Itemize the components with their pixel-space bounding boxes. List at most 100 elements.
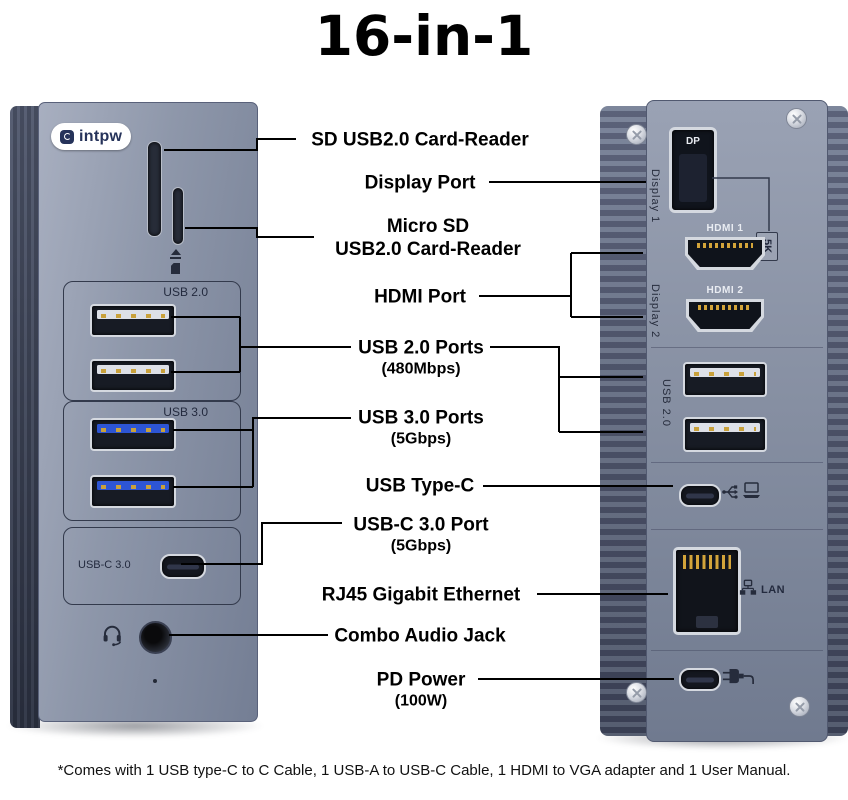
usb-c-3-port — [160, 554, 206, 579]
callout-subtext: (5Gbps) — [390, 537, 452, 555]
callout-subtext: (5Gbps) — [390, 430, 452, 448]
panel-divider — [651, 650, 823, 651]
footnote: *Comes with 1 USB type-C to C Cable, 1 U… — [57, 762, 791, 779]
hdmi1-label: HDMI 1 — [706, 223, 744, 234]
dock-back-view: DP Display 1 5K HDMI 1 HDMI 2 Display 2 … — [600, 100, 848, 745]
usb-pins — [101, 485, 165, 489]
callout-text: USB-C 3.0 Port — [353, 514, 489, 536]
usb2-section-box: USB 2.0 — [63, 281, 241, 401]
callout-subtext: (100W) — [394, 692, 448, 710]
usb-pins — [101, 369, 165, 373]
hdmi1-port — [685, 237, 765, 270]
callout-text: USB Type-C — [365, 475, 475, 497]
usb-pins — [101, 314, 165, 318]
usb-tongue — [97, 481, 169, 490]
callout-text: USB 2.0 Ports — [358, 337, 484, 359]
callout-display-port: Display Port — [365, 172, 476, 195]
callout-hdmi: HDMI Port — [374, 286, 466, 309]
lan-indicator: LAN — [739, 579, 785, 601]
display2-label: Display 2 — [649, 284, 661, 339]
callout-text: SD USB2.0 Card-Reader — [311, 129, 529, 151]
callout-text: Combo Audio Jack — [334, 625, 506, 647]
rj45-ethernet-port — [673, 547, 741, 635]
lan-icon — [739, 579, 757, 601]
screw-icon — [626, 682, 647, 703]
usb-tongue — [97, 424, 169, 433]
rj45-notch — [696, 616, 718, 628]
sd-card-icon — [171, 263, 180, 274]
page-title: 16-in-1 — [314, 4, 534, 68]
screw-icon — [626, 124, 647, 145]
power-plug-icon — [721, 663, 755, 695]
callout-text: USB2.0 Card-Reader — [335, 239, 521, 260]
brand-logo-icon — [60, 129, 74, 144]
callout-micro-sd: Micro SD USB2.0 Card-Reader — [335, 215, 521, 261]
usb-tongue — [690, 368, 760, 377]
led-dot — [153, 679, 157, 683]
callout-subtext: (480Mbps) — [381, 360, 461, 378]
usb-pins — [694, 427, 756, 431]
callout-audio: Combo Audio Jack — [334, 625, 505, 648]
front-device-face: intpw USB 2.0 USB 3.0 USB-C 3.0 — [38, 102, 258, 722]
usb-tongue — [97, 365, 169, 374]
callout-type-c: USB Type-C — [366, 475, 474, 498]
usb2-port-1 — [90, 304, 176, 337]
callout-text: RJ45 Gigabit Ethernet — [321, 584, 521, 606]
callout-rj45: RJ45 Gigabit Ethernet — [322, 584, 521, 607]
dp-label: DP — [686, 136, 700, 147]
callout-text: Display Port — [364, 172, 476, 194]
brand-logo-text: intpw — [79, 127, 123, 145]
usb3-section-box: USB 3.0 — [63, 401, 241, 521]
screw-icon — [789, 696, 810, 717]
lan-label: LAN — [761, 584, 786, 596]
micro-sd-card-slot — [172, 187, 184, 245]
rj45-pins — [683, 555, 731, 569]
callout-usb2: USB 2.0 Ports (480Mbps) — [358, 337, 484, 380]
callout-usb3: USB 3.0 Ports (5Gbps) — [358, 407, 484, 450]
usb-pins — [694, 372, 756, 376]
front-device-side-edge — [10, 106, 40, 728]
back-usb2-port-1 — [683, 362, 767, 397]
callout-text: PD Power — [376, 669, 466, 691]
usb-tongue — [690, 423, 760, 432]
sd-card-slot — [147, 141, 162, 237]
callout-text: USB 3.0 Ports — [358, 407, 484, 429]
usb-tongue — [97, 310, 169, 319]
hdmi2-port — [686, 299, 764, 332]
heatsink-fins-left — [600, 106, 648, 736]
panel-divider — [651, 529, 823, 530]
screw-icon — [786, 108, 807, 129]
callout-usbc3: USB-C 3.0 Port (5Gbps) — [353, 514, 488, 557]
callout-sd-reader: SD USB2.0 Card-Reader — [311, 129, 529, 152]
back-device-panel: DP Display 1 5K HDMI 1 HDMI 2 Display 2 … — [646, 100, 828, 742]
panel-divider — [651, 347, 823, 348]
dock-front-view: intpw USB 2.0 USB 3.0 USB-C 3.0 — [10, 102, 258, 734]
panel-divider — [651, 462, 823, 463]
hdmi2-label: HDMI 2 — [706, 285, 744, 296]
hdmi-pins — [697, 243, 753, 248]
usb3-port-2 — [90, 475, 176, 508]
displayport-port: DP — [669, 127, 717, 213]
usbc-section-label: USB-C 3.0 — [78, 559, 131, 571]
callout-pd: PD Power (100W) — [377, 669, 466, 712]
heatsink-fins-right — [824, 106, 848, 736]
display1-label: Display 1 — [649, 169, 661, 224]
eject-icon — [170, 249, 181, 259]
usb-host-icon — [721, 479, 763, 510]
hdmi-pins — [698, 305, 752, 310]
back-usb2-port-2 — [683, 417, 767, 452]
headset-mic-icon — [101, 623, 125, 652]
eject-bar — [170, 256, 181, 259]
back-usb2-label: USB 2.0 — [660, 379, 672, 427]
usb2-section-label: USB 2.0 — [163, 285, 208, 299]
audio-jack — [139, 621, 172, 654]
usb-pins — [101, 428, 165, 432]
usb3-section-label: USB 3.0 — [163, 405, 208, 419]
callout-text: Micro SD — [386, 216, 470, 237]
pd-power-port — [679, 668, 721, 691]
back-usb-type-c-port — [679, 484, 721, 507]
eject-triangle — [170, 249, 181, 255]
brand-logo: intpw — [51, 123, 132, 150]
usb3-port-1 — [90, 418, 176, 451]
